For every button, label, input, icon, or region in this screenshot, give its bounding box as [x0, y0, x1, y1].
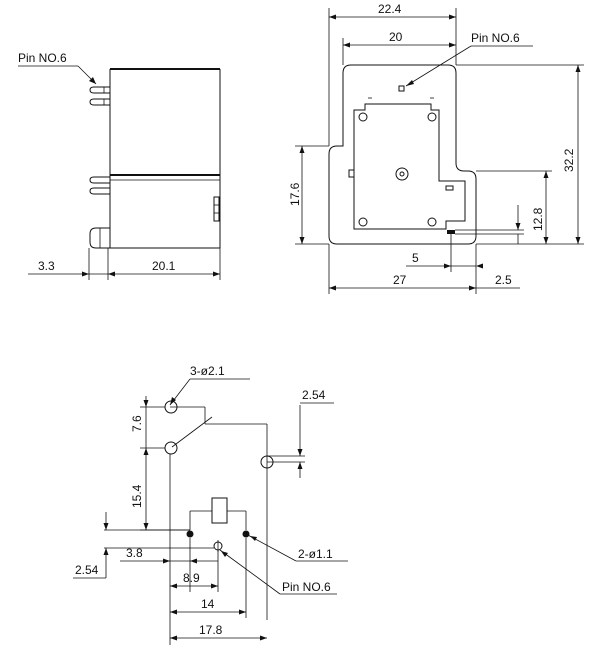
pin-dim-14: 14: [201, 597, 215, 611]
top-inner-frame: [353, 103, 466, 230]
top-pin-leader: [405, 45, 472, 87]
top-dim-17-6: 17.6: [288, 182, 302, 206]
top-dim-32-2: 32.2: [562, 148, 576, 172]
side-dim-20-1: 20.1: [152, 259, 176, 273]
pin-dim-8-9: 8.9: [183, 571, 200, 585]
top-pin6-square: [398, 85, 405, 92]
pin-dim-2-54-top: 2.54: [302, 388, 326, 402]
top-dim-5: 5: [412, 251, 419, 265]
side-pin-top-1: [89, 86, 110, 94]
pin-layout-view: 3-ø2.1 7.6 15.4 2.54 2.54: [73, 364, 348, 645]
coil-box: [211, 497, 228, 524]
top-dim-20: 20: [389, 30, 403, 44]
side-pin-label: Pin NO.6: [18, 51, 67, 65]
pin-dim-3-8: 3.8: [126, 546, 143, 560]
top-dim-2-5: 2.5: [495, 273, 512, 287]
side-dim-3-3: 3.3: [38, 259, 55, 273]
top-center-circle: [395, 167, 409, 181]
top-small-pin: [447, 230, 455, 234]
side-pin-top-2: [89, 98, 110, 106]
side-pin-bottom: [89, 227, 110, 249]
pin-dim-2-54-left: 2.54: [75, 563, 99, 577]
side-pin-mid-2: [89, 187, 110, 195]
side-pin-arrow: [89, 77, 96, 84]
side-latch: [213, 196, 220, 222]
side-pin-mid-1: [89, 176, 110, 184]
top-view: Pin NO.6 22.4 20 32.2 17.6: [288, 2, 584, 294]
small-hole-label: 2-ø1.1: [298, 547, 333, 561]
pin-layout-pin-label: Pin NO.6: [282, 580, 331, 594]
pin-hole-2: [164, 441, 178, 455]
pin-dim-15-4: 15.4: [130, 484, 144, 508]
top-outline: [328, 64, 477, 245]
pin-dim-7-6: 7.6: [130, 415, 144, 432]
top-dim-27: 27: [393, 273, 407, 287]
pin-dim-17-8: 17.8: [199, 623, 223, 637]
pin-hole-label: 3-ø2.1: [190, 364, 225, 378]
top-pin-label: Pin NO.6: [471, 31, 520, 45]
top-dim-12-8: 12.8: [531, 207, 545, 231]
small-hole-1: [186, 530, 194, 538]
top-dim-22-4: 22.4: [378, 2, 402, 16]
side-view: Pin NO.6 3.3 20.1: [18, 51, 221, 280]
